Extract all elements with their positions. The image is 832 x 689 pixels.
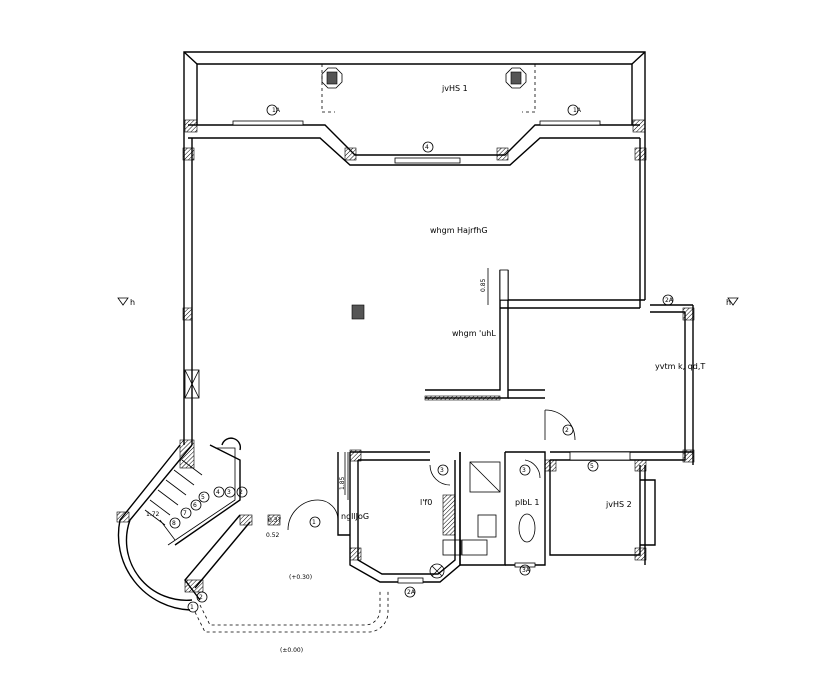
tag-w4: 4 [425, 144, 429, 151]
room-label-bath: plbL 1 [515, 498, 539, 507]
room-label-entry: ngllJoG [341, 512, 369, 521]
door-swings [287, 409, 576, 531]
dim-172: 1.72 [146, 511, 160, 518]
stair-step-5: 5 [201, 494, 205, 501]
dimension-lines: 0.85 1.85 1.72 0.37 0.52 [146, 268, 489, 539]
room-labels: jvHS 1 whgm HajrfhG whgm 'uhL yvtm k, qd… [280, 84, 705, 654]
stair-area [116, 437, 389, 633]
section-marks: h h [117, 297, 739, 307]
entry-walls [337, 452, 350, 536]
dim-037: 0.37 [268, 517, 282, 524]
room-label-secondary-hall: whgm 'uhL [452, 329, 496, 338]
bay-window-walls [188, 120, 640, 166]
tag-2a: 2A [665, 297, 674, 304]
room-label-balcony-1: jvHS 1 [441, 84, 468, 93]
room-label-balcony-2: jvHS 2 [605, 500, 632, 509]
stair-step-3: 3 [227, 489, 231, 496]
tag-d1-entry: 1 [312, 519, 316, 526]
section-mark-left: h [130, 298, 135, 307]
top-balcony-walls [183, 51, 646, 125]
tag-1a-left: 1A [272, 107, 281, 114]
tag-2a-kitchen: 2A [407, 589, 416, 596]
tag-w5: 5 [590, 463, 594, 470]
stair-step-7: 7 [183, 510, 187, 517]
stair-step-2: 2 [199, 594, 203, 601]
kitchen-bath-walls [349, 451, 546, 584]
octagon-columns [321, 67, 527, 89]
opening-tags: 1A 1A 4 2A 2 3 3 5 2A 3A 1 [266, 104, 674, 598]
room-label-bedroom: yvtm k, qd,T [655, 362, 705, 371]
room-label-main-hall: whgm HajrfhG [430, 226, 488, 235]
stair-step-4: 4 [216, 489, 220, 496]
stair-step-6: 6 [193, 502, 197, 509]
dim-085: 0.85 [480, 278, 487, 292]
dim-052: 0.52 [266, 532, 280, 539]
stair-step-1: 1 [190, 604, 194, 611]
tag-d2: 2 [565, 427, 569, 434]
main-walls [183, 125, 646, 445]
section-mark-right: h [726, 298, 731, 307]
level-landing: (+0.30) [289, 574, 312, 581]
dim-185: 1.85 [339, 476, 346, 490]
stair-step-8: 8 [172, 520, 176, 527]
tag-3a-bath: 3A [522, 567, 531, 574]
tag-1a-right: 1A [573, 107, 582, 114]
structural-columns [182, 119, 695, 561]
stair-step-a: 2 [239, 489, 243, 496]
room-label-kitchen: l'f0 [420, 498, 432, 507]
right-room-walls [550, 304, 694, 465]
level-ground: (±0.00) [280, 647, 303, 654]
tag-d3-kitchen: 3 [440, 467, 444, 474]
tag-d3-bath: 3 [522, 467, 526, 474]
stair-step-tags: 1 2 8 7 6 5 4 3 2 [169, 486, 248, 613]
